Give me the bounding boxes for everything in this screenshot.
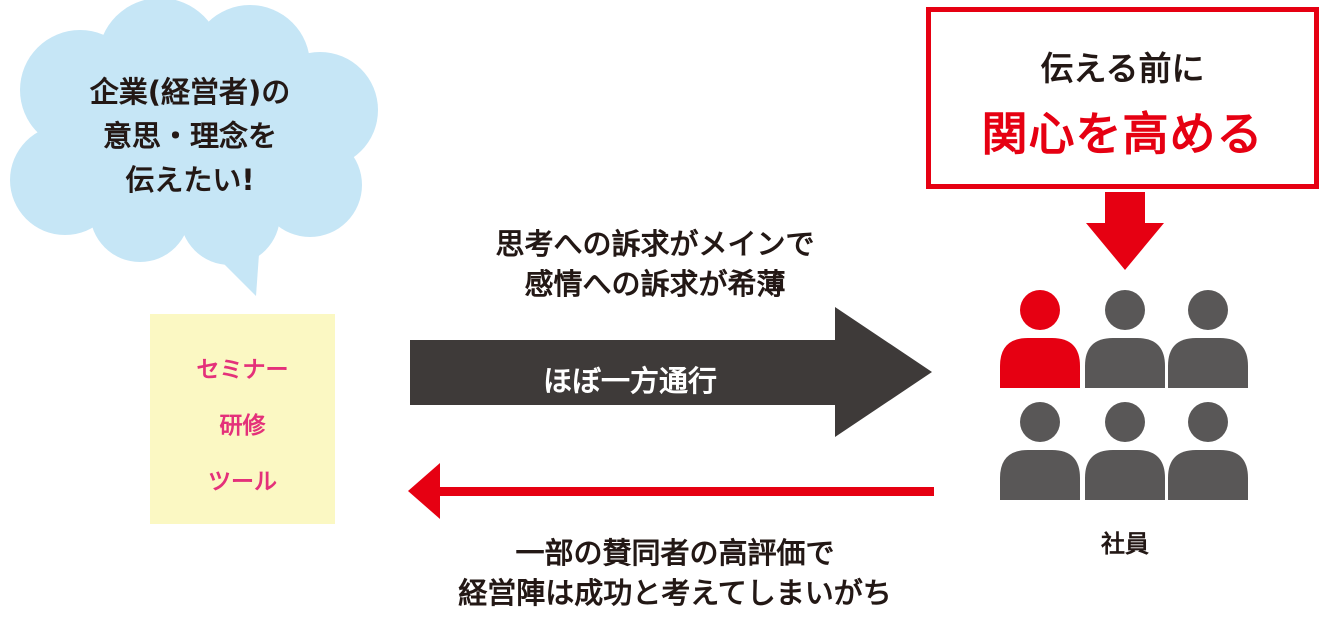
recommendation-box: 伝える前に 関心を高める [926, 7, 1319, 189]
cloud-message: 企業(経営者)の 意思・理念を 伝えたい! [40, 70, 340, 202]
person-icon [1085, 402, 1165, 500]
person-icon-highlighted [1000, 290, 1080, 388]
employees-label: 社員 [1101, 530, 1149, 558]
feedback-arrow [408, 463, 934, 519]
note-item-tools: ツール [208, 469, 277, 495]
cloud-line-2: 意思・理念を [102, 119, 277, 153]
person-icon [1085, 290, 1165, 388]
note-item-training: 研修 [219, 413, 266, 439]
backward-caption-line-2: 経営陣は成功と考えてしまいがち [458, 576, 892, 610]
cloud-line-1: 企業(経営者)の [89, 75, 291, 109]
person-icon [1168, 290, 1248, 388]
employee-group [1000, 290, 1248, 500]
backward-caption: 一部の賛同者の高評価で 経営陣は成功と考えてしまいがち [395, 533, 955, 613]
forward-caption-line-2: 感情への訴求が希薄 [524, 267, 786, 301]
thought-cloud [10, 0, 378, 296]
recommendation-line-1: 伝える前に [1040, 49, 1205, 88]
person-icon [1000, 402, 1080, 500]
methods-note: セミナー 研修 ツール [150, 314, 335, 524]
recommendation-line-2: 関心を高める [981, 107, 1264, 161]
person-icon [1168, 402, 1248, 500]
cloud-line-3: 伝えたい! [125, 163, 255, 197]
backward-caption-line-1: 一部の賛同者の高評価で [515, 536, 835, 570]
forward-caption-line-1: 思考への訴求がメインで [495, 227, 815, 261]
note-item-seminar: セミナー [196, 357, 289, 383]
one-way-label: ほぼ一方通行 [542, 364, 717, 398]
down-arrow [1086, 192, 1164, 270]
forward-caption: 思考への訴求がメインで 感情への訴求が希薄 [420, 224, 890, 304]
one-way-arrow [410, 307, 932, 437]
